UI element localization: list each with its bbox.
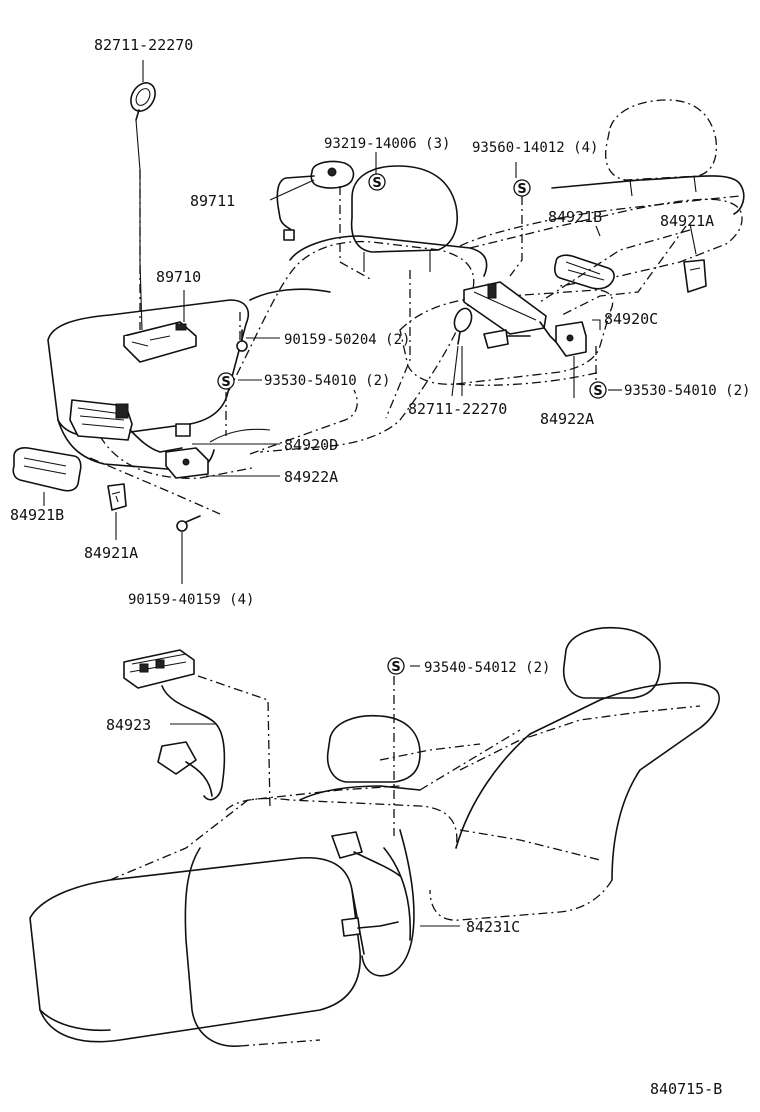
s-symbol-93530-right: S — [589, 381, 607, 399]
callout-93219-14006: 93219-14006 (3) — [324, 136, 450, 152]
screw-90159-40159 — [176, 515, 201, 532]
callout-84922A-right: 84922A — [540, 410, 594, 428]
callout-84920C: 84920C — [604, 310, 658, 328]
rear-leaders — [170, 665, 460, 927]
svg-text:S: S — [372, 176, 381, 191]
svg-text:S: S — [391, 660, 400, 675]
switch-knob-84921A-left — [107, 483, 127, 511]
front-left-leaders — [43, 60, 377, 584]
callout-89711: 89711 — [190, 192, 235, 210]
callout-84921A-right: 84921A — [660, 212, 714, 230]
s-symbol-93540: S — [387, 657, 405, 675]
clamp-82711-top — [130, 82, 156, 121]
bracket-84922A-right — [555, 321, 587, 357]
svg-text:S: S — [517, 182, 526, 197]
callout-84920D: 84920D — [284, 436, 338, 454]
s-symbol-93219: S — [368, 173, 386, 191]
s-symbol-93530-left: S — [217, 372, 235, 390]
callout-90159-50204: 90159-50204 (2) — [284, 332, 410, 348]
ecu-89710 — [123, 321, 197, 363]
callout-84921B-left: 84921B — [10, 506, 64, 524]
bracket-84922A-left — [165, 447, 209, 479]
svg-text:S: S — [221, 375, 230, 390]
sensor-89711 — [276, 160, 355, 241]
s-symbol-93560: S — [513, 179, 531, 197]
callout-93530-54010-left: 93530-54010 (2) — [264, 373, 390, 389]
drawing-code: 840715-B — [650, 1080, 722, 1098]
callout-84921A-left: 84921A — [84, 544, 138, 562]
callout-93560-14012: 93560-14012 (4) — [472, 140, 598, 156]
rear-seat-switch — [331, 831, 401, 937]
screw-90159-50204 — [236, 329, 248, 352]
callout-82711-22270-top: 82711-22270 — [94, 36, 193, 54]
callout-84231C: 84231C — [466, 918, 520, 936]
seat-switch-assembly-right — [463, 281, 559, 349]
callout-84923: 84923 — [106, 716, 151, 734]
callout-93540-54012: 93540-54012 (2) — [424, 660, 550, 676]
switch-knob-84921A-right — [683, 259, 707, 293]
svg-text:S: S — [593, 384, 602, 399]
callout-82711-22270-mid: 82711-22270 — [408, 400, 507, 418]
callout-89710: 89710 — [156, 268, 201, 286]
clamp-82711-mid — [453, 307, 473, 345]
front-right-seat — [399, 99, 745, 386]
switch-bezel-84921B-left — [12, 447, 82, 492]
callout-84922A-left: 84922A — [284, 468, 338, 486]
switch-bezel-84921B-right — [554, 254, 615, 290]
front-right-leaders — [385, 162, 697, 419]
seat-switch-assembly-left — [69, 399, 191, 453]
callout-84921B-right: 84921B — [548, 208, 602, 226]
harness-84923 — [123, 649, 226, 801]
callout-93530-54010-right: 93530-54010 (2) — [624, 383, 750, 399]
rear-seat — [29, 626, 720, 1047]
callout-90159-40159: 90159-40159 (4) — [128, 592, 254, 608]
